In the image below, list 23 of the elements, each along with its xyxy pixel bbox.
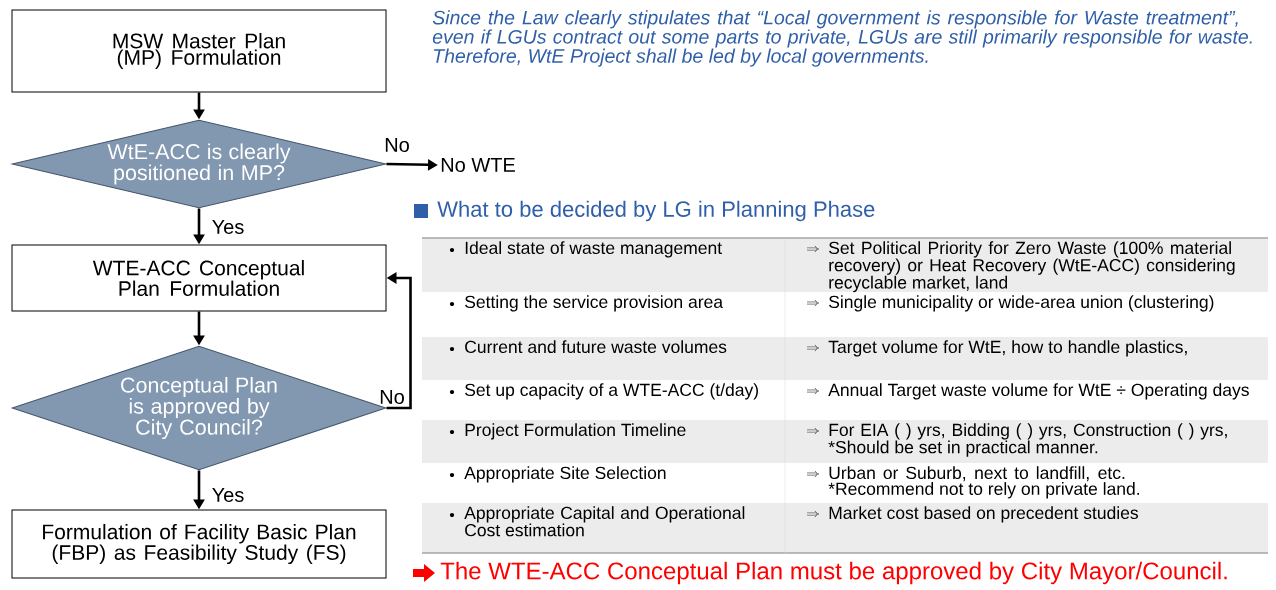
process-box: Formulation of Facility Basic Plan (FBP) as Feasibility Study (FS) xyxy=(11,509,387,579)
table-cell: Set up capacity of a WTE-ACC (t/day) xyxy=(449,383,758,400)
table-cell: Single municipality or wide-area union (clustering) xyxy=(806,295,1214,312)
note-text: The WTE-ACC Conceptual Plan must be approved by City Mayor/Council. xyxy=(440,561,1227,585)
table-cell: Current and future waste volumes xyxy=(422,337,785,380)
section-heading: What to be decided by LG in Planning Phase xyxy=(437,200,875,222)
table-cell: Urban or Suburb, next to landfill, etc. *Recommend not to rely on private land. xyxy=(806,466,1139,499)
process-box: MSW Master Plan (MP) Formulation xyxy=(11,9,387,93)
edge-label: Yes xyxy=(210,219,246,235)
table-cell: Ideal state of waste management xyxy=(422,238,785,292)
edge-label: Yes xyxy=(210,487,246,503)
table-cell: Setting the service provision area xyxy=(449,295,724,312)
table-cell: Appropriate Capital and Operational Cost estimation xyxy=(422,503,785,553)
table-cell: Annual Target waste volume for WtE ÷ Operating days xyxy=(806,383,1249,400)
process-box: WTE-ACC Conceptual Plan Formulation xyxy=(11,244,387,312)
outcome-text: No WTE xyxy=(441,158,515,172)
table-cell: Project Formulation Timeline xyxy=(422,420,785,463)
note-paragraph: Since the Law clearly stipulates that “Local government is responsible for Waste treatment”, even if LGUs contract out some parts to private, LGUs are still primarily responsible for waste. Therefore, WtE Project shall be led by local governments. xyxy=(432,10,1252,67)
table-cell: Target volume for WtE, how to handle plastics, xyxy=(785,337,1268,380)
table-cell: Set Political Priority for Zero Waste (100% material recovery) or Heat Recovery (WtE-ACC) considering recyclable market, land xyxy=(785,238,1268,293)
table-cell: For EIA ( ) yrs, Bidding ( ) yrs, Construction ( ) yrs, *Should be set in practical manner. xyxy=(785,420,1268,463)
table-cell: Appropriate Site Selection xyxy=(449,466,666,483)
table-cell: Market cost based on precedent studies xyxy=(785,503,1268,553)
